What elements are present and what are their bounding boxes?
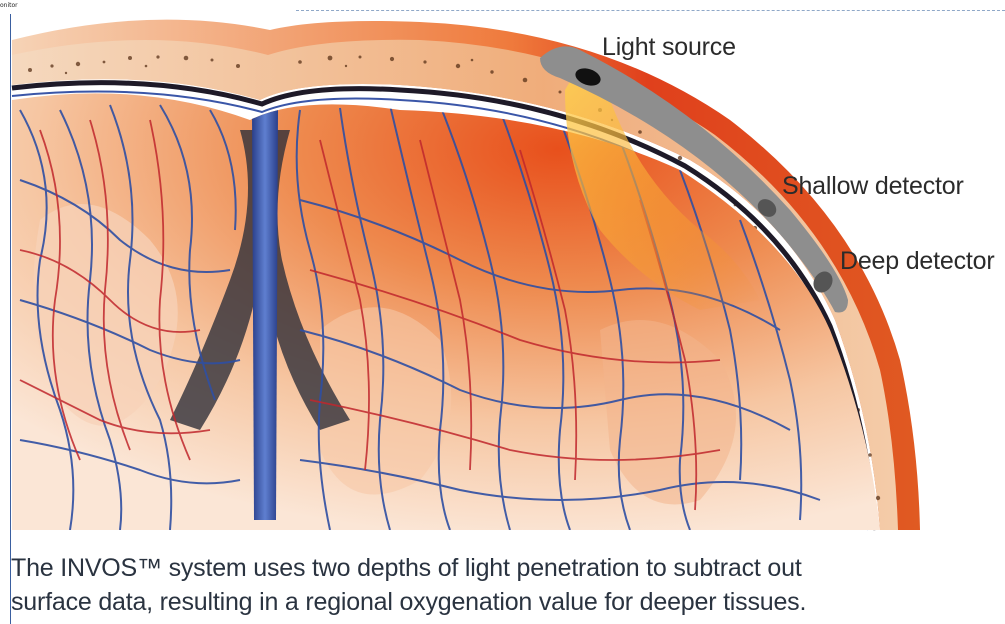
- deep-detector-label: Deep detector: [840, 247, 994, 276]
- light-source-label: Light source: [602, 33, 736, 62]
- figure-caption: The INVOS™ system uses two depths of lig…: [11, 551, 1001, 619]
- caption-line-1: The INVOS™ system uses two depths of lig…: [11, 551, 1001, 585]
- central-vessel: [252, 110, 278, 520]
- shallow-detector-label: Shallow detector: [782, 172, 964, 201]
- caption-line-2: surface data, resulting in a regional ox…: [11, 585, 1001, 619]
